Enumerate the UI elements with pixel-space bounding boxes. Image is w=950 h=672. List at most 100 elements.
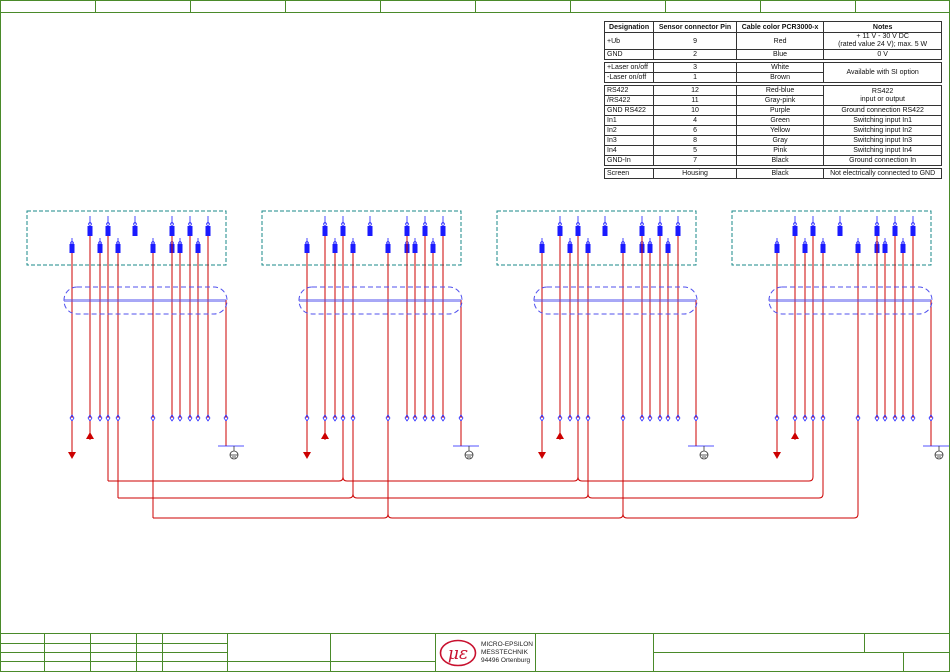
arrow-down-icon: [773, 452, 781, 459]
terminal-marker: [620, 414, 626, 422]
connector-pin-icon: [910, 226, 916, 236]
connector-pin-icon: [151, 241, 155, 245]
connector-pin-icon: [177, 244, 183, 253]
connector-pin-icon: [639, 226, 645, 236]
company-name: MICRO-EPSILON: [481, 641, 534, 648]
connector-pin-icon: [892, 226, 898, 236]
connector-pin-icon: [105, 226, 111, 236]
company-city: 94496 Ortenburg: [481, 657, 531, 664]
connector-pin-icon: [423, 222, 427, 226]
connector-pin-icon: [196, 241, 200, 245]
connector-pin-icon: [539, 244, 545, 253]
pin-assignment-table: Designation Sensor connector Pin Cable c…: [603, 21, 942, 179]
terminal-marker: [115, 414, 121, 422]
terminal-marker: [205, 414, 211, 422]
connector-pin-icon: [322, 226, 328, 236]
bus-wire: [153, 513, 859, 519]
table-header-row: Designation Sensor connector Pin Cable c…: [603, 21, 942, 33]
designation-cell: -Laser on/off: [603, 72, 655, 83]
pin-cell: 11: [653, 95, 737, 106]
connector-pin-icon: [603, 222, 607, 226]
designation-cell: GND: [603, 49, 655, 60]
terminal-marker: [340, 414, 346, 422]
connector-pin-icon: [540, 241, 544, 245]
arrow-down-icon: [538, 452, 546, 459]
designation-cell: In4: [603, 145, 655, 156]
sensor-circuit: [26, 210, 244, 460]
sensor-connector-box: [261, 210, 462, 266]
connector-pin-icon: [803, 241, 807, 245]
header-pin: Sensor connector Pin: [653, 21, 737, 33]
connector-pin-icon: [98, 241, 102, 245]
connector-pin-icon: [195, 244, 201, 253]
note-cell: Ground connection In: [823, 155, 942, 166]
table-row: In2 6 Yellow Switching input In2: [603, 125, 942, 136]
connector-pin-icon: [351, 241, 355, 245]
connector-pin-icon: [620, 244, 626, 253]
note-cell: Switching input In1: [823, 115, 942, 126]
terminal-marker: [187, 414, 193, 422]
terminal-marker: [557, 414, 563, 422]
table-row: +Laser on/off 3 White Available with SI …: [603, 62, 942, 83]
connector-pin-icon: [178, 241, 182, 245]
table-row: In1 4 Green Switching input In1: [603, 115, 942, 126]
pin-cell: 10: [653, 105, 737, 116]
note-cell: 0 V: [823, 49, 942, 60]
note-line: (rated value 24 V); max. 5 W: [838, 41, 928, 48]
terminal-marker: [657, 414, 663, 422]
connector-pin-icon: [575, 226, 581, 236]
terminal-marker: [440, 414, 446, 422]
table-row: +Ub 9 Red + 11 V - 30 V DC(rated value 2…: [603, 32, 942, 50]
terminal-marker: [177, 414, 183, 422]
connector-pin-icon: [305, 241, 309, 245]
connector-pin-icon: [367, 226, 373, 236]
terminal-marker: [675, 414, 681, 422]
connector-pin-icon: [133, 222, 137, 226]
connector-pin-icon: [431, 241, 435, 245]
terminal-marker: [385, 414, 391, 422]
terminal-marker: [874, 414, 880, 422]
pin-cell: 9: [653, 32, 737, 50]
connector-pin-icon: [874, 226, 880, 236]
connector-pin-icon: [169, 226, 175, 236]
designation-cell: Screen: [603, 168, 655, 179]
connector-pin-icon: [206, 222, 210, 226]
designation-cell: RS422: [603, 85, 655, 96]
connector-pin-icon: [323, 222, 327, 226]
connector-pin-icon: [640, 222, 644, 226]
sensor-connector-box: [731, 210, 932, 266]
terminal-marker: [539, 414, 545, 422]
connector-pin-icon: [666, 241, 670, 245]
terminal-marker: [87, 414, 93, 422]
connector-pin-icon: [576, 222, 580, 226]
connector-pin-icon: [150, 244, 156, 253]
pin-cell: 8: [653, 135, 737, 146]
connector-pin-icon: [675, 226, 681, 236]
terminal-marker: [322, 414, 328, 422]
pin-cell: Housing: [653, 168, 737, 179]
connector-pin-icon: [856, 241, 860, 245]
terminal-marker: [855, 414, 861, 422]
connector-pin-icon: [106, 222, 110, 226]
color-cell: Yellow: [735, 125, 825, 136]
table-row: Screen Housing Black Not electrically co…: [603, 168, 942, 179]
table-row: In3 8 Gray Switching input In3: [603, 135, 942, 146]
terminal-marker: [693, 414, 699, 422]
terminal-marker: [665, 414, 671, 422]
header-notes: Notes: [823, 21, 942, 33]
designation-cell: +Laser on/off: [603, 62, 655, 73]
color-cell: White: [735, 62, 825, 73]
connector-pin-icon: [405, 222, 409, 226]
terminal-marker: [105, 414, 111, 422]
note-cell: Switching input In2: [823, 125, 942, 136]
connector-pin-icon: [676, 222, 680, 226]
connector-pin-icon: [187, 226, 193, 236]
note-line: input or output: [860, 95, 905, 103]
connector-pin-icon: [404, 226, 410, 236]
note-cell: Available with SI option: [823, 62, 942, 83]
terminal-marker: [802, 414, 808, 422]
pin-cell: 2: [653, 49, 737, 60]
connector-pin-icon: [821, 241, 825, 245]
table-row: GND RS422 10 Purple Ground connection RS…: [603, 105, 942, 116]
